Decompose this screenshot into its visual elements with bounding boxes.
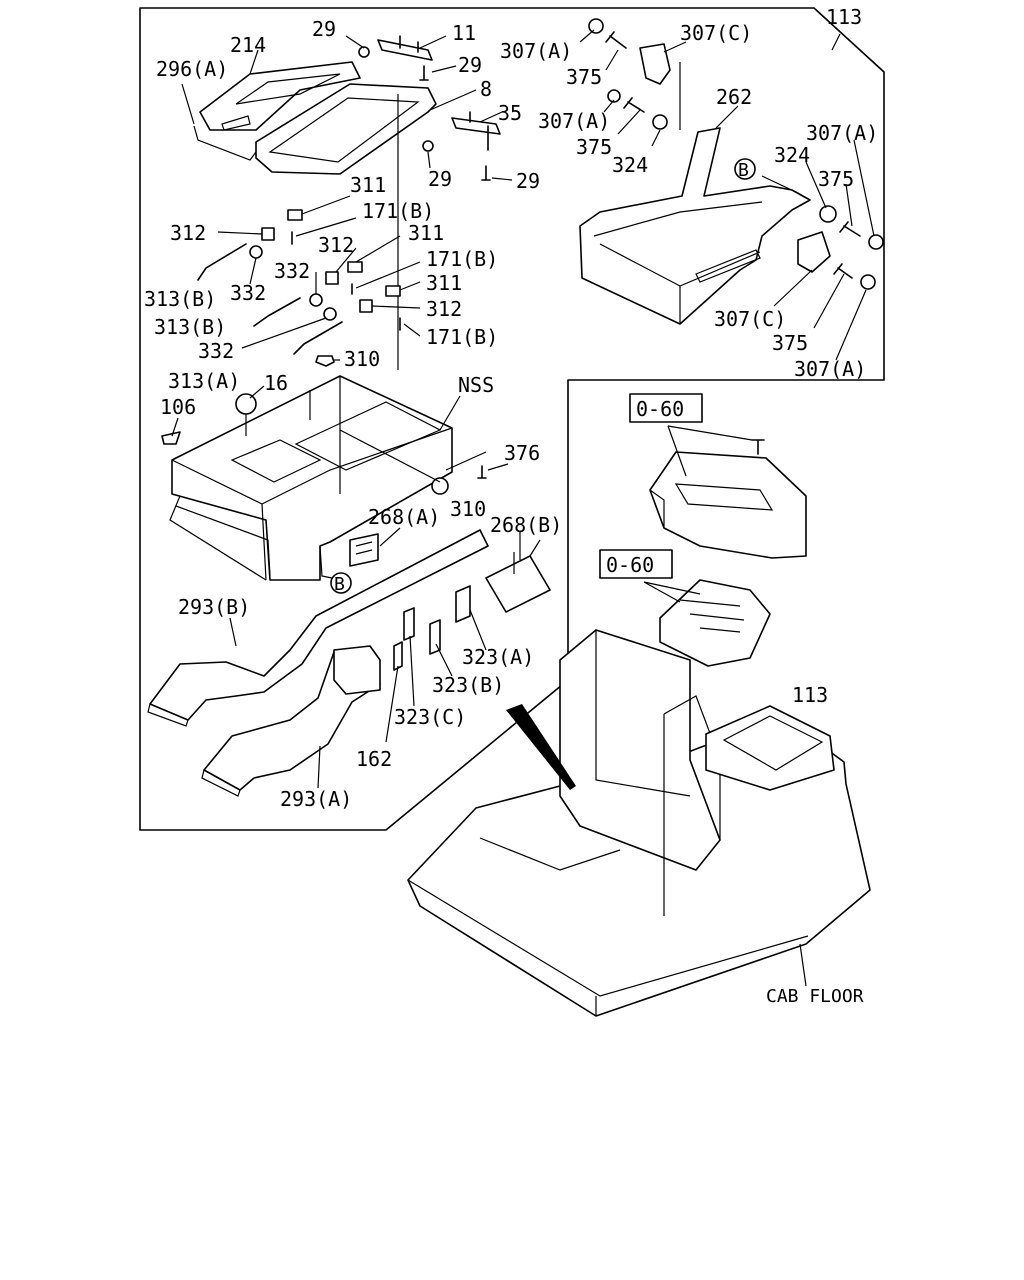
callout-375-2: 375 — [576, 135, 612, 159]
callout-35: 35 — [498, 101, 522, 125]
console-body-group — [161, 375, 551, 613]
callout-060-2: 0-60 — [606, 553, 654, 577]
callout-113-top: 113 — [826, 5, 862, 29]
callout-171b-3: 171(B) — [426, 325, 498, 349]
reference-b-marker-2: B — [734, 158, 756, 181]
callout-332-3: 332 — [198, 339, 234, 363]
callout-312-3: 312 — [426, 297, 462, 321]
callout-171b-1: 171(B) — [362, 199, 434, 223]
callout-310-2: 310 — [450, 497, 486, 521]
callout-293a: 293(A) — [280, 787, 352, 811]
option-parts-group — [643, 425, 807, 667]
reference-b-label-2: B — [738, 160, 749, 181]
callout-113-bottom: 113 — [792, 683, 828, 707]
callout-332-1: 332 — [274, 259, 310, 283]
callout-268b: 268(B) — [490, 513, 562, 537]
callout-29-mid: 29 — [458, 53, 482, 77]
callout-324-1: 324 — [612, 153, 648, 177]
callout-162: 162 — [356, 747, 392, 771]
callout-311-3: 311 — [426, 271, 462, 295]
console-lid-group — [181, 35, 513, 181]
main-frame-border — [139, 7, 885, 831]
callout-293b: 293(B) — [178, 595, 250, 619]
side-tray-group — [579, 18, 884, 361]
callout-171b-2: 171(B) — [426, 247, 498, 271]
callout-311-1: 311 — [350, 173, 386, 197]
callout-313b-1: 313(B) — [144, 287, 216, 311]
callout-324-2: 324 — [774, 143, 810, 167]
callout-312-2: 312 — [318, 233, 354, 257]
callout-307a-2: 307(A) — [538, 109, 610, 133]
label-cab-floor: CAB FLOOR — [766, 986, 864, 1007]
label-nss: NSS — [458, 373, 494, 397]
callout-323b: 323(B) — [432, 673, 504, 697]
callout-060-1: 0-60 — [636, 397, 684, 421]
callout-307a-3: 307(A) — [806, 121, 878, 145]
callout-307c-2: 307(C) — [714, 307, 786, 331]
callout-8: 8 — [480, 77, 492, 101]
callout-376: 376 — [504, 441, 540, 465]
callout-313a: 313(A) — [168, 369, 240, 393]
callout-375-3: 375 — [818, 167, 854, 191]
callout-313b-2: 313(B) — [154, 315, 226, 339]
callout-307c-1: 307(C) — [680, 21, 752, 45]
ducts-group — [147, 529, 489, 797]
callout-29-top: 29 — [312, 17, 336, 41]
callout-214: 214 — [230, 33, 266, 57]
callout-296a: 296(A) — [156, 57, 228, 81]
callout-268a: 268(A) — [368, 505, 440, 529]
callout-labels: 29 11 214 296(A) 29 8 35 29 29 311 171(B… — [144, 5, 878, 1007]
callout-106: 106 — [160, 395, 196, 419]
callout-323c: 323(C) — [394, 705, 466, 729]
callout-311-2: 311 — [408, 221, 444, 245]
clips-hooks-group — [197, 94, 421, 370]
callout-29-low2: 29 — [516, 169, 540, 193]
callout-307a-1: 307(A) — [500, 39, 572, 63]
callout-307a-4: 307(A) — [794, 357, 866, 381]
callout-262: 262 — [716, 85, 752, 109]
callout-29-low1: 29 — [428, 167, 452, 191]
callout-11: 11 — [452, 21, 476, 45]
callout-332-2: 332 — [230, 281, 266, 305]
cab-floor-assembly — [407, 629, 871, 1017]
reference-b-label-1: B — [334, 574, 345, 595]
callout-323a: 323(A) — [462, 645, 534, 669]
callout-16: 16 — [264, 371, 288, 395]
callout-375-1: 375 — [566, 65, 602, 89]
callout-375-4: 375 — [772, 331, 808, 355]
reference-b-marker-1: B — [330, 572, 352, 595]
callout-312-1: 312 — [170, 221, 206, 245]
callout-310-1: 310 — [344, 347, 380, 371]
